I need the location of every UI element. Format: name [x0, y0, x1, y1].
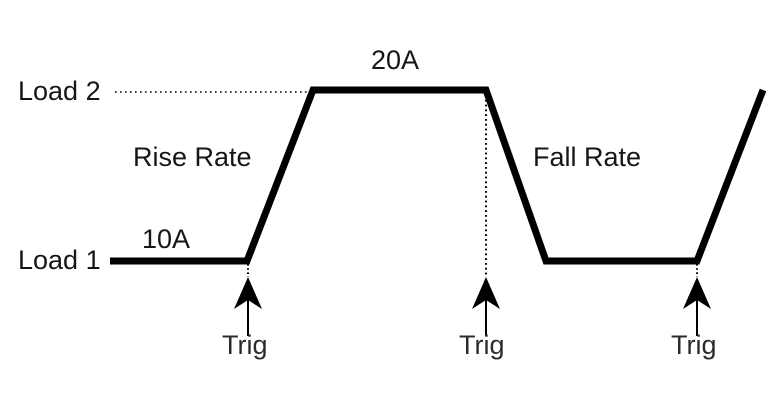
- load2-level-label: Load 2: [18, 76, 101, 106]
- trigger-marker-1: [234, 264, 262, 336]
- load2-current-value-label: 20A: [371, 45, 420, 75]
- trigger-3-label: Trig: [671, 330, 717, 360]
- rise-rate-label: Rise Rate: [133, 142, 252, 172]
- load1-current-value-label: 10A: [142, 224, 191, 254]
- trigger-marker-2: [472, 95, 500, 336]
- trigger-1-arrowhead-icon: [234, 277, 262, 309]
- trigger-3-arrowhead-icon: [683, 277, 711, 309]
- load-current-waveform: [110, 86, 767, 265]
- load1-level-label: Load 1: [18, 245, 101, 275]
- trigger-1-label: Trig: [222, 330, 268, 360]
- trigger-2-arrowhead-icon: [472, 277, 500, 309]
- fall-rate-label: Fall Rate: [533, 142, 642, 172]
- trigger-marker-3: [683, 264, 711, 336]
- trigger-2-label: Trig: [459, 330, 505, 360]
